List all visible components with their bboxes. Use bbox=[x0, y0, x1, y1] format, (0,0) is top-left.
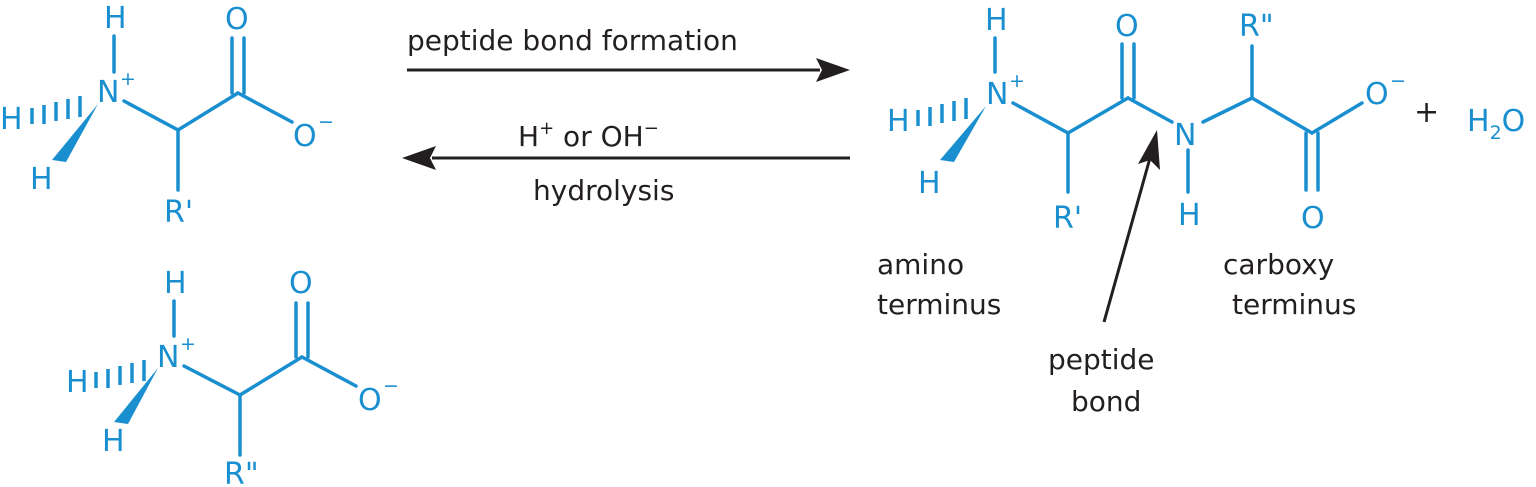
aa1-o-charge: − bbox=[318, 111, 334, 133]
aa2-hashed-bond bbox=[94, 360, 146, 388]
dp-o-charge: − bbox=[1390, 70, 1406, 92]
aa2-n: N bbox=[157, 340, 179, 375]
dp-bond-n-ca1 bbox=[1011, 101, 1070, 135]
dp-h-amide: H bbox=[1178, 198, 1201, 233]
dp-r-double-prime: R" bbox=[1239, 9, 1274, 44]
dp-hashed-bond bbox=[916, 98, 968, 126]
aa1-bond-n-ca bbox=[122, 99, 180, 132]
aa1-h-top: H bbox=[104, 1, 127, 36]
water: H2O bbox=[1467, 104, 1525, 144]
aa2-o-minus: O bbox=[358, 383, 382, 418]
aa1-wedge-bond bbox=[52, 104, 98, 162]
aa2-h-top: H bbox=[164, 266, 187, 301]
amino-terminus-line2: terminus bbox=[877, 288, 1001, 321]
aa1-n: N bbox=[97, 75, 119, 110]
reaction-arrows: peptide bond formation H+ or OH− hydroly… bbox=[402, 24, 850, 207]
aa2-n-charge: + bbox=[180, 333, 196, 355]
dp-wedge-bond bbox=[940, 106, 986, 162]
aa1-bond-ca-c bbox=[176, 91, 240, 132]
dp-bond-n-ca2 bbox=[1201, 96, 1254, 124]
carboxy-terminus-line1: carboxy bbox=[1223, 248, 1334, 281]
carboxy-terminus-line2: terminus bbox=[1232, 288, 1356, 321]
dp-n-amino: N bbox=[986, 77, 1008, 112]
reverse-arrow-label-bottom: hydrolysis bbox=[533, 174, 674, 207]
annotations: amino terminus carboxy terminus peptide … bbox=[877, 130, 1356, 418]
dp-h-top: H bbox=[985, 3, 1008, 38]
dp-bond-c-ominus bbox=[1310, 101, 1364, 135]
aa1-h-left: H bbox=[0, 102, 23, 137]
aa2-o-charge: − bbox=[383, 375, 399, 397]
aa1-n-charge: + bbox=[120, 68, 136, 90]
dp-n-charge: + bbox=[1009, 70, 1025, 92]
aa2-h-left: H bbox=[66, 365, 89, 400]
plus-sign: + bbox=[1414, 95, 1439, 130]
aa2-bond-n-ca bbox=[182, 364, 242, 397]
dp-h-bottom: H bbox=[918, 166, 941, 201]
peptide-bond-label-line2: bond bbox=[1071, 385, 1141, 418]
peptide-bond-label-line1: peptide bbox=[1048, 343, 1155, 376]
aa1-bond-c-o bbox=[236, 91, 294, 124]
aa2-bond-c-o bbox=[300, 355, 358, 388]
dipeptide: H N + H H R' O N H R" O O − bbox=[887, 3, 1525, 236]
peptide-bond-pointer-head bbox=[1138, 130, 1160, 170]
reverse-arrowhead bbox=[402, 146, 436, 170]
aa2-wedge-bond bbox=[114, 368, 158, 424]
dp-bond-ca1-c bbox=[1066, 96, 1130, 135]
aa2-r-group: R" bbox=[224, 457, 259, 487]
forward-arrow-label: peptide bond formation bbox=[407, 24, 738, 57]
aa1-o-top: O bbox=[225, 2, 249, 37]
dp-bond-ca2-c bbox=[1250, 96, 1314, 135]
dp-n-amide: N bbox=[1174, 118, 1196, 153]
aa1-o-minus: O bbox=[293, 119, 317, 154]
aa2-o-top: O bbox=[289, 266, 313, 301]
dp-peptide-bond bbox=[1126, 96, 1174, 124]
dp-o-carbonyl: O bbox=[1301, 201, 1325, 236]
aa2-bond-ca-c bbox=[238, 355, 304, 397]
amino-acid-1: H N + H H R' O O − bbox=[0, 1, 334, 230]
forward-arrowhead bbox=[816, 58, 850, 82]
aa1-r-group: R' bbox=[164, 195, 193, 230]
dp-r-prime: R' bbox=[1053, 201, 1082, 236]
dp-o-amide: O bbox=[1115, 9, 1139, 44]
dp-o-minus: O bbox=[1365, 77, 1389, 112]
amino-terminus-line1: amino bbox=[877, 248, 964, 281]
aa1-h-bottom: H bbox=[30, 162, 53, 197]
dp-h-left: H bbox=[887, 104, 910, 139]
reverse-label-top: H+ or OH− bbox=[518, 118, 659, 153]
aa1-hashed-bond bbox=[30, 96, 82, 124]
peptide-bond-pointer-line bbox=[1102, 157, 1152, 323]
aa2-h-bottom: H bbox=[102, 424, 125, 459]
amino-acid-2: H N + H H R" O O − bbox=[66, 266, 399, 487]
